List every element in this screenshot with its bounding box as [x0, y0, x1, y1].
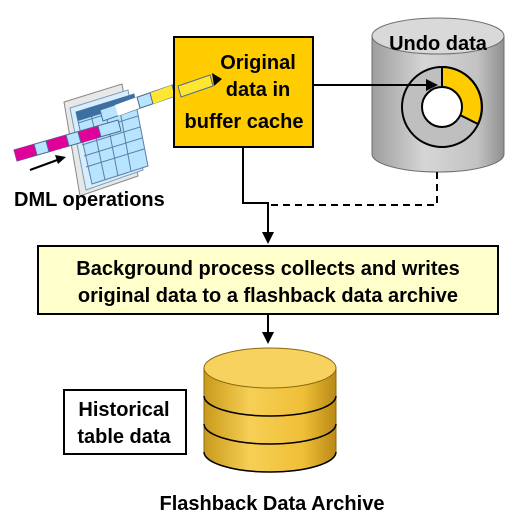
buffer-to-process-arrow-icon: [242, 147, 274, 244]
table-grid: [75, 93, 149, 185]
buffer-cache-line2: data in: [226, 79, 290, 101]
undo-label: Undo data: [389, 33, 488, 55]
dml-label: DML operations: [14, 189, 165, 211]
undo-cylinder: Undo data: [371, 17, 505, 173]
dml-strip: [13, 119, 122, 162]
strip-tip: [177, 74, 214, 98]
archive-cylinder: [203, 347, 337, 473]
dml-arrow-icon: [29, 155, 66, 171]
archive-divider-1: [203, 395, 337, 417]
historical-line2: table data: [77, 426, 171, 448]
archive-label: Flashback Data Archive: [160, 493, 385, 515]
process-to-archive-arrow-icon: [262, 314, 274, 344]
to-undo-arrow-icon: [313, 79, 438, 91]
process-line2: original data to a flashback data archiv…: [78, 285, 458, 307]
undo-donut-hole: [421, 86, 463, 128]
buffer-cache-line1: Original: [220, 52, 296, 74]
process-box: Background process collects and writes o…: [37, 245, 499, 315]
historical-line1: Historical: [78, 399, 169, 421]
buffer-cache-line3: buffer cache: [185, 111, 304, 133]
archive-top: [203, 347, 337, 389]
process-line1: Background process collects and writes: [76, 258, 459, 280]
undo-to-process-dashed-line: [268, 172, 438, 206]
archive-divider-2: [203, 423, 337, 445]
historical-box: Historical table data: [63, 389, 187, 455]
buffer-cache-box: Original data in buffer cache: [173, 36, 314, 148]
strip-arrowhead-icon: [212, 73, 222, 86]
